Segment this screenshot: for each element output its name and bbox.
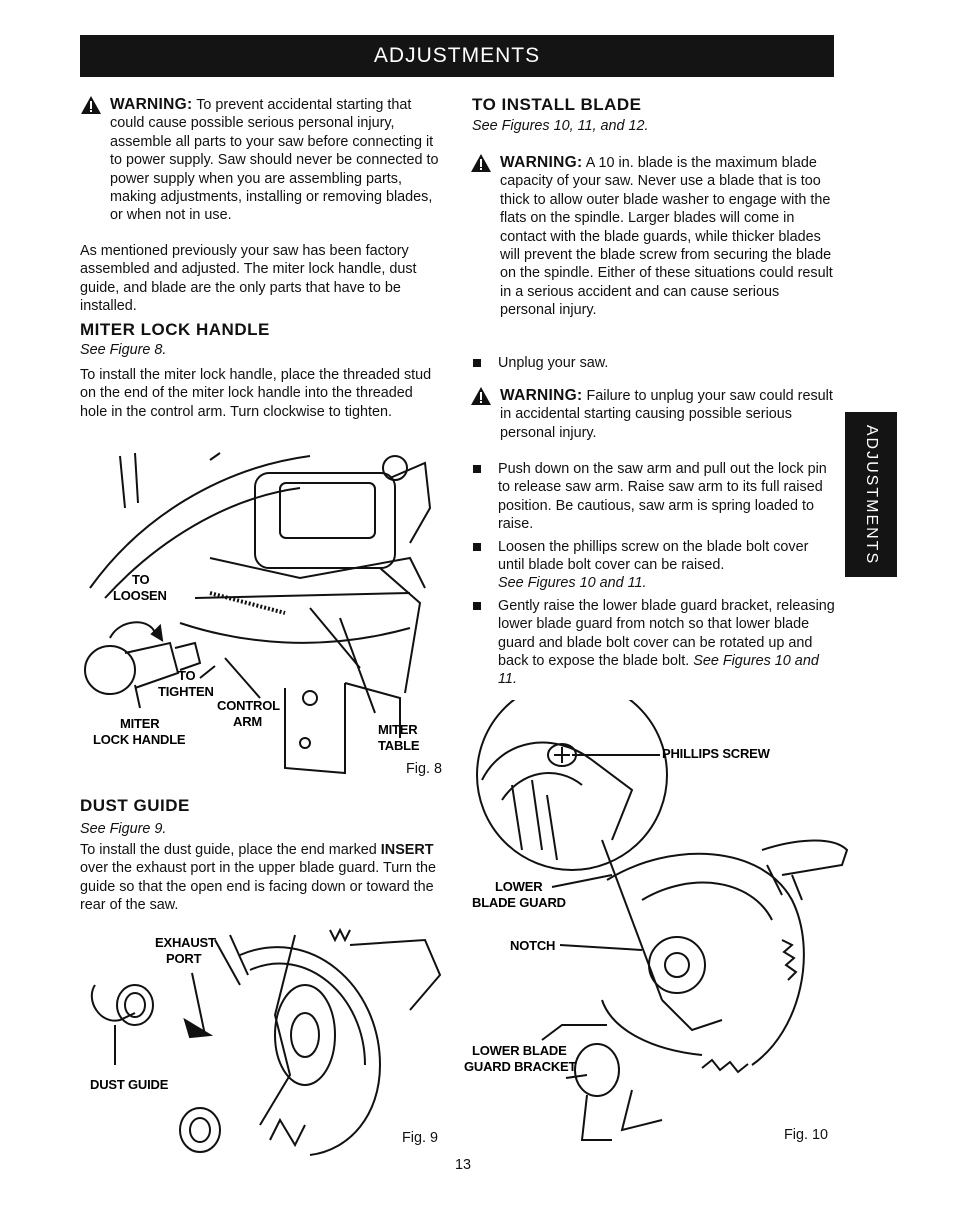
figure-9-caption: Fig. 9 [402, 1130, 438, 1146]
step-ref: See Figures 10 and 11. [498, 575, 647, 592]
bullet-icon [473, 601, 481, 610]
list-item: Push down on the saw arm and pull out th… [470, 460, 838, 534]
fig8-to-loosen-line1: TO [132, 572, 150, 587]
steps-list: Push down on the saw arm and pull out th… [470, 460, 838, 693]
fig9-exhaust-port-line2: PORT [166, 951, 202, 966]
warning-icon [81, 96, 101, 114]
figure-10-caption: Fig. 10 [784, 1127, 828, 1143]
list-item: Gently raise the lower blade guard brack… [470, 597, 838, 689]
install-blade-heading: TO INSTALL BLADE [472, 95, 642, 114]
fig10-phillips-screw-label: PHILLIPS SCREW [662, 746, 771, 761]
left-warning: WARNING: To prevent accidental starting … [80, 96, 445, 225]
step-unplug: Unplug your saw. [470, 354, 838, 376]
right-warning-1: WARNING: A 10 in. blade is the maximum b… [470, 154, 838, 320]
step-text: Push down on the saw arm and pull out th… [498, 461, 827, 533]
miter-lock-paragraph: To install the miter lock handle, place … [80, 367, 432, 420]
fig8-control-arm-line2: ARM [233, 714, 262, 729]
section-banner: ADJUSTMENTS [80, 35, 834, 77]
fig8-miter-table-line1: MITER [378, 722, 418, 737]
miter-lock-ref: See Figure 8. [80, 342, 167, 358]
warning-icon [471, 154, 491, 172]
warning-1-text: A 10 in. blade is the maximum blade capa… [500, 155, 833, 319]
figure-8-caption: Fig. 8 [406, 761, 442, 777]
figure-10-illustration: PHILLIPS SCREW LOWER BLADE GUARD NOTCH L… [464, 700, 849, 1141]
dust-guide-ref: See Figure 9. [80, 821, 167, 837]
intro-paragraph: As mentioned previously your saw has bee… [80, 243, 417, 315]
fig8-miter-lock-handle-line2: LOCK HANDLE [93, 732, 186, 747]
warning-2-text: Failure to unplug your saw could result … [500, 388, 833, 441]
step-ref: See Figures 10 and 11. [498, 653, 819, 688]
fig10-notch-label: NOTCH [510, 938, 555, 953]
list-item: Loosen the phillips screw on the blade b… [470, 538, 838, 593]
fig8-miter-lock-handle-line1: MITER [120, 716, 160, 731]
dust-guide-insert: INSERT [380, 842, 434, 858]
dust-guide-text-after: over the exhaust port in the upper blade… [80, 860, 437, 914]
side-tab: ADJUSTMENTS [845, 412, 897, 577]
figure-9-illustration: EXHAUST PORT DUST GUIDE [90, 927, 442, 1156]
bullet-icon [473, 542, 481, 551]
fig8-control-arm-line1: CONTROL [217, 698, 280, 713]
fig10-lower-blade-guard-line2: BLADE GUARD [472, 895, 566, 910]
step-text: Gently raise the lower blade guard brack… [498, 597, 835, 670]
warning-2-label: WARNING: [500, 387, 583, 404]
fig8-to-loosen-line2: LOOSEN [113, 588, 167, 603]
list-item: Unplug your saw. [470, 354, 838, 372]
dust-guide-heading: DUST GUIDE [80, 796, 190, 815]
figure-8-illustration: TO LOOSEN TO TIGHTEN CONTROL ARM MITER L… [84, 452, 432, 775]
section-title: ADJUSTMENTS [373, 44, 541, 67]
fig9-dust-guide-label: DUST GUIDE [90, 1077, 169, 1092]
fig8-miter-table-line2: TABLE [378, 738, 420, 753]
page-number: 13 [455, 1157, 472, 1173]
fig10-bracket-line2: GUARD BRACKET [464, 1059, 576, 1074]
bullet-icon [473, 465, 481, 473]
warning-text: To prevent accidental starting that coul… [110, 97, 439, 224]
fig10-bracket-line1: LOWER BLADE [472, 1043, 567, 1058]
fig8-to-tighten-line1: TO [178, 668, 196, 683]
dust-guide-paragraph: To install the dust guide, place the end… [80, 841, 440, 915]
warning-1-label: WARNING: [500, 154, 583, 171]
warning-label: WARNING: [110, 96, 193, 113]
miter-lock-heading: MITER LOCK HANDLE [80, 320, 270, 339]
install-blade-ref: See Figures 10, 11, and 12. [472, 118, 649, 134]
step-unplug-text: Unplug your saw. [498, 355, 609, 371]
fig10-lower-blade-guard-line1: LOWER [495, 879, 543, 894]
fig9-exhaust-port-line1: EXHAUST [155, 935, 216, 950]
side-tab-label: ADJUSTMENTS [863, 424, 880, 565]
dust-guide-text-before: To install the dust guide, place the end… [80, 842, 381, 858]
fig8-to-tighten-line2: TIGHTEN [158, 684, 214, 699]
warning-icon [471, 387, 491, 405]
right-warning-2: WARNING: Failure to unplug your saw coul… [470, 387, 838, 442]
bullet-icon [473, 359, 481, 367]
step-text: Loosen the phillips screw on the blade b… [498, 538, 809, 574]
